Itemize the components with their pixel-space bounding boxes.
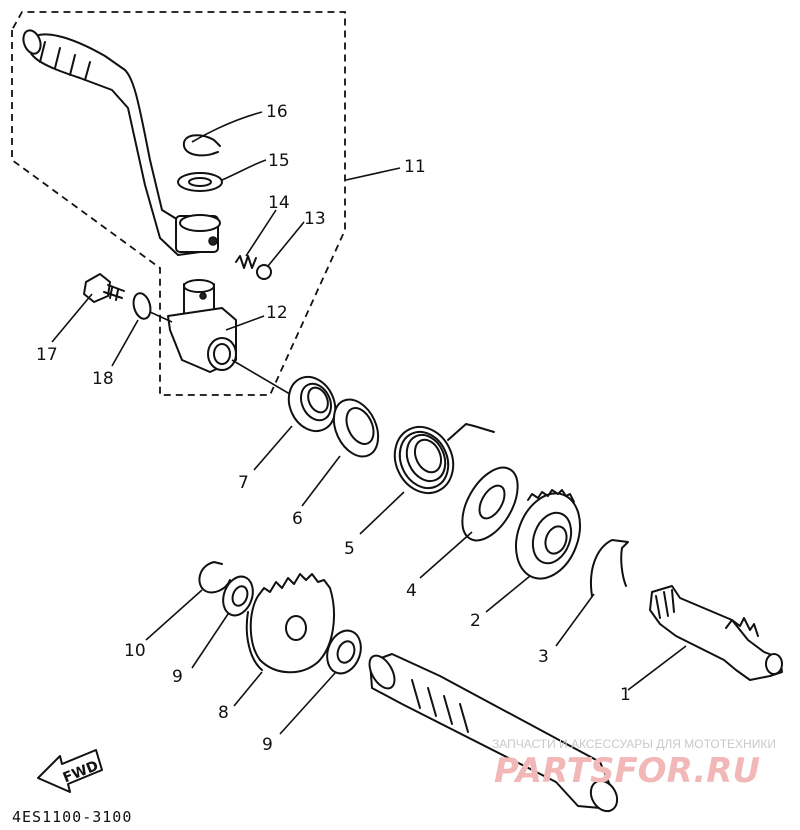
label-2: 2 — [470, 611, 481, 631]
label-1: 1 — [620, 685, 631, 705]
label-11: 11 — [404, 157, 426, 177]
washer-9-lower — [326, 629, 362, 675]
watermark-brand: PARTSFOR.RU — [494, 751, 760, 791]
washer-18 — [132, 292, 152, 320]
ratchet-wheel-8 — [245, 573, 335, 674]
collar-6 — [332, 398, 380, 458]
label-3: 3 — [538, 647, 549, 667]
washer-9-upper — [222, 575, 254, 617]
assembly-boundary-11 — [11, 11, 346, 396]
kick-boss-12 — [167, 279, 237, 373]
watermark-caption: ЗАПЧАСТИ И АКСЕССУАРЫ ДЛЯ МОТОТЕХНИКИ — [492, 737, 776, 751]
label-8: 8 — [218, 703, 229, 723]
label-9-lower: 9 — [262, 735, 273, 755]
label-9-upper: 9 — [172, 667, 183, 687]
kick-axle-1 — [649, 585, 783, 681]
fwd-arrow-icon: FWD — [37, 749, 103, 793]
clip-3 — [590, 539, 629, 597]
label-18: 18 — [92, 369, 114, 389]
label-7: 7 — [238, 473, 249, 493]
ball-13 — [256, 264, 272, 280]
label-6: 6 — [292, 509, 303, 529]
torsion-spring-5 — [393, 423, 495, 495]
label-4: 4 — [406, 581, 417, 601]
bolt-17 — [83, 273, 125, 303]
kick-lever — [22, 29, 221, 256]
kick-gear-2 — [515, 489, 581, 580]
washer-15 — [177, 172, 223, 192]
diagram-code: 4ES1100-3100 — [12, 808, 132, 826]
label-10: 10 — [124, 641, 146, 661]
circlip-16 — [182, 134, 221, 157]
label-17: 17 — [36, 345, 58, 365]
label-15: 15 — [268, 151, 290, 171]
circlip-10 — [198, 561, 231, 594]
label-5: 5 — [344, 539, 355, 559]
oil-seal-7 — [287, 375, 337, 433]
transmission-shaft — [368, 653, 619, 813]
label-12: 12 — [266, 303, 288, 323]
spring-14 — [235, 255, 257, 269]
label-14: 14 — [268, 193, 290, 213]
label-13: 13 — [304, 209, 326, 229]
washer-4 — [461, 466, 519, 542]
label-16: 16 — [266, 102, 288, 122]
